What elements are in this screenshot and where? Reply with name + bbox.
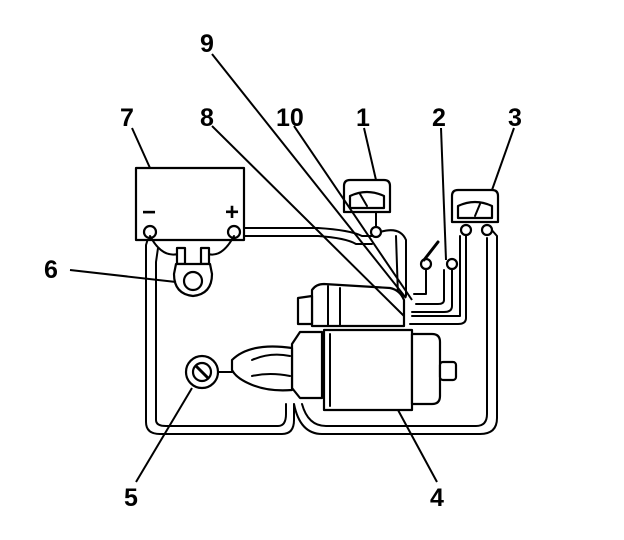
leader-6	[69, 269, 177, 283]
switch-terminal-right	[445, 257, 459, 271]
cable-battery-positive-2	[237, 235, 373, 245]
end-cap-boss	[438, 360, 458, 382]
clamp-ammeter-jaw-right	[199, 246, 211, 266]
callout-5: 5	[124, 484, 138, 512]
switch-lead-2	[415, 269, 445, 305]
callout-7: 7	[120, 104, 134, 132]
switch-lead-3	[413, 267, 427, 295]
meter3-lead-2	[411, 235, 461, 317]
leader-3	[491, 127, 515, 191]
flange-detail	[251, 353, 291, 377]
switch-blade	[422, 240, 440, 262]
meter3-lead	[409, 231, 467, 325]
clamp-ammeter-jaw-left	[175, 246, 187, 266]
mounting-flange	[230, 345, 294, 392]
switch-lead	[411, 267, 453, 313]
callout-6: 6	[44, 256, 58, 284]
solenoid-band	[327, 285, 341, 327]
motor-body	[322, 328, 414, 412]
voltmeter-terminal	[369, 225, 383, 239]
leader-1	[363, 127, 377, 181]
voltmeter	[342, 178, 392, 239]
jumper-switch	[419, 240, 459, 271]
cable-inner-loop	[155, 237, 488, 427]
leader-9	[211, 53, 407, 299]
callout-9: 9	[200, 30, 214, 58]
clamp-ammeter	[172, 246, 214, 298]
leader-4	[397, 409, 438, 483]
cable-outer-loop	[145, 227, 498, 435]
voltmeter-needle	[359, 193, 368, 207]
callout-2: 2	[432, 104, 446, 132]
remote-start-switch	[184, 354, 220, 390]
meter1-lead	[379, 229, 407, 297]
callout-3: 3	[508, 104, 522, 132]
ammeter	[450, 188, 500, 237]
battery-positive-symbol: +	[225, 199, 239, 226]
switch-terminal-left	[419, 257, 433, 271]
leader-lines	[69, 53, 515, 483]
solenoid	[310, 282, 406, 328]
ammeter-terminal-right	[480, 223, 494, 237]
starter-motor	[230, 282, 458, 412]
ammeter-face	[456, 200, 494, 220]
leader-2	[440, 127, 447, 261]
leader-5	[135, 387, 193, 483]
callout-4: 4	[430, 484, 444, 512]
drive-housing	[290, 330, 324, 400]
callout-1: 1	[356, 104, 370, 132]
leader-8	[211, 125, 405, 317]
voltmeter-face	[348, 190, 386, 210]
leader-10	[293, 125, 413, 301]
battery: − +	[134, 166, 246, 256]
callout-8: 8	[200, 104, 214, 132]
battery-negative-symbol: −	[142, 199, 156, 226]
solenoid-nose	[296, 294, 314, 326]
ammeter-terminal-left	[459, 223, 473, 237]
clamp-ammeter-ring	[182, 270, 204, 292]
leader-7	[131, 127, 151, 169]
callout-labels: 1 2 3 4 5 6 7 8 9 10	[44, 30, 522, 512]
cable-battery-positive	[237, 227, 375, 237]
ammeter-needle	[474, 203, 481, 217]
end-cap	[410, 332, 442, 406]
callout-10: 10	[276, 104, 304, 132]
remote-switch-button	[194, 364, 210, 380]
battery-to-clamp-lead	[149, 235, 235, 256]
